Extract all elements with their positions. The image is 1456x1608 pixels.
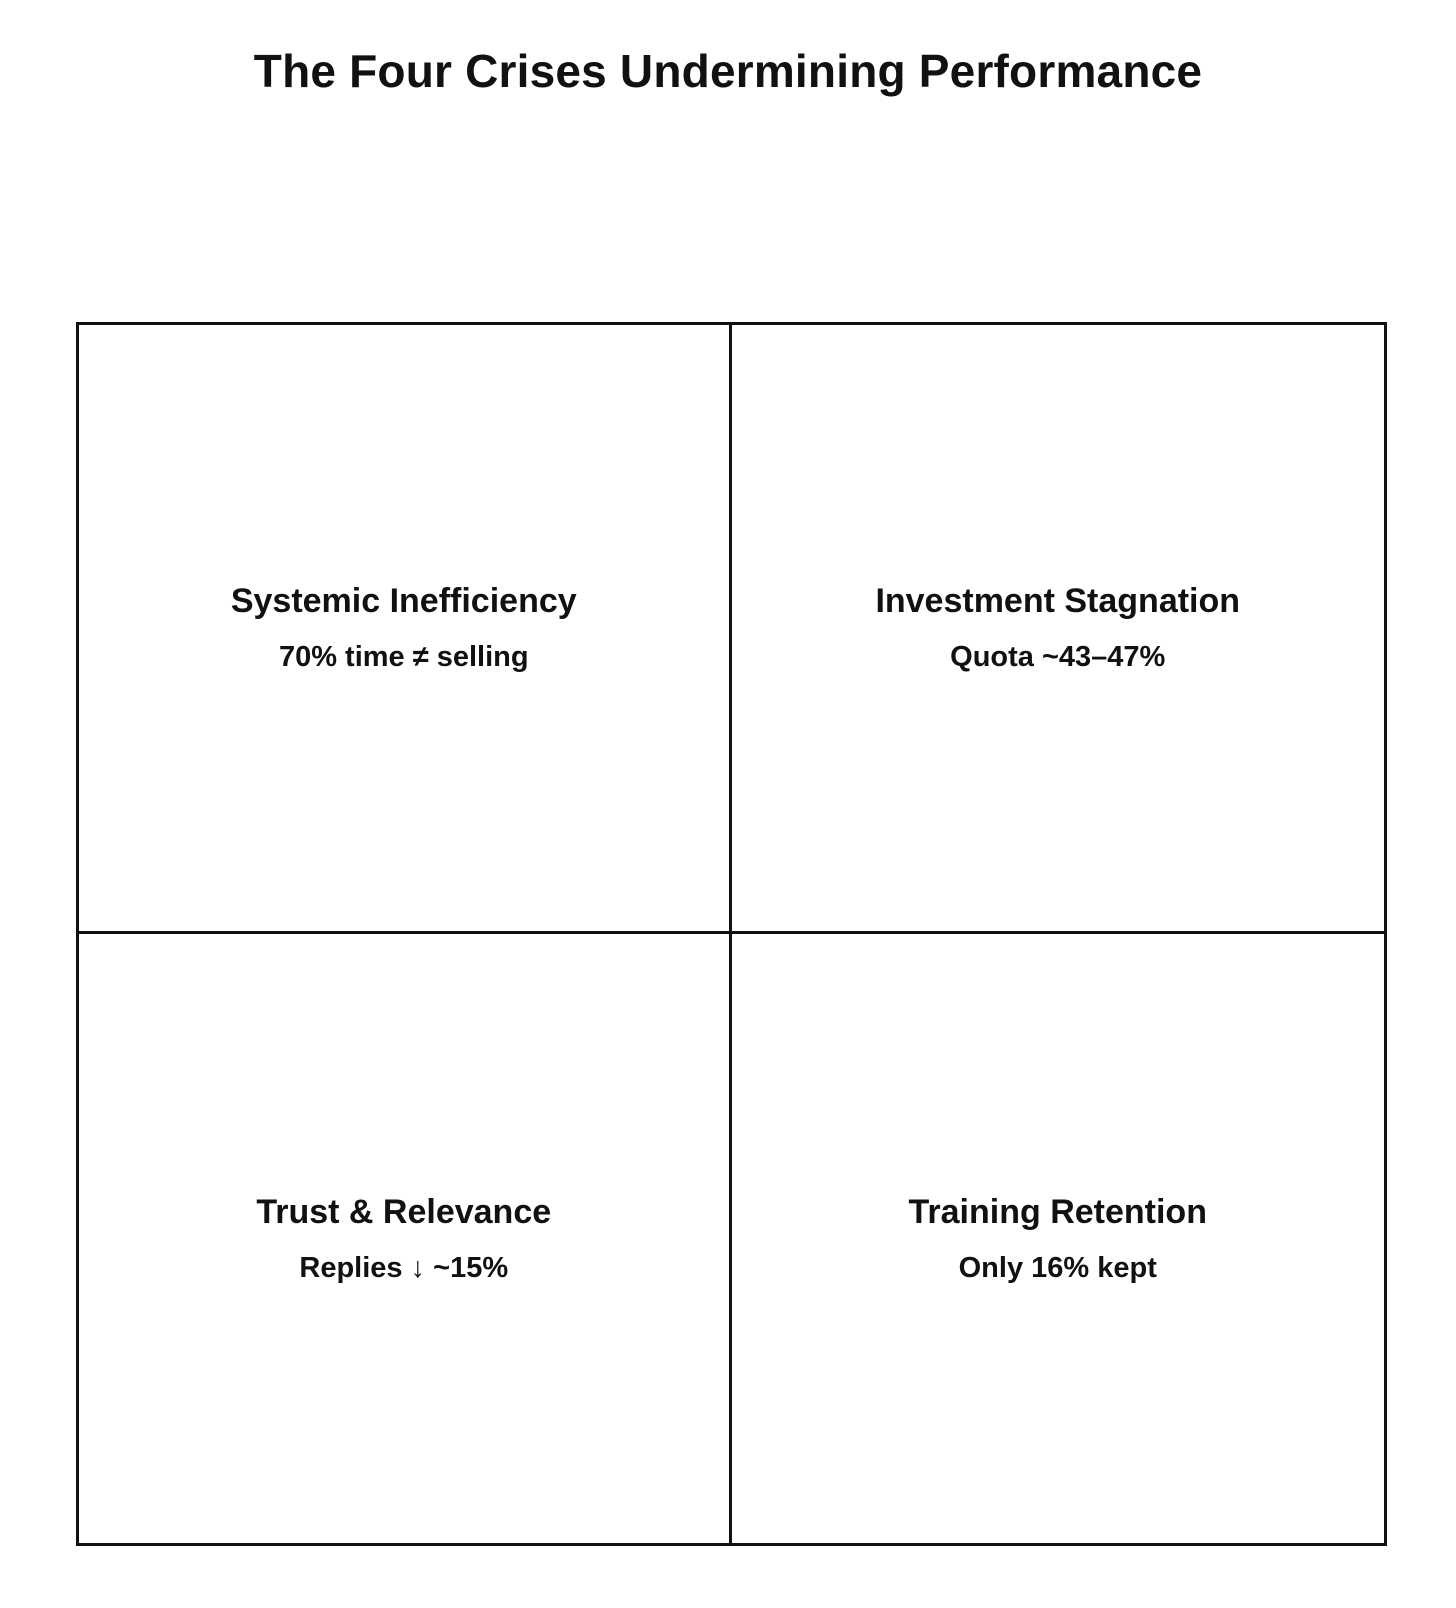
diagram-title: The Four Crises Undermining Performance xyxy=(253,45,1203,97)
quadrant-stat: Replies ↓ ~15% xyxy=(299,1251,509,1284)
quadrant-heading: Training Retention xyxy=(908,1192,1207,1231)
quadrant-investment-stagnation: Investment Stagnation Quota ~43–47% xyxy=(731,325,1384,934)
quadrant-stat: Quota ~43–47% xyxy=(950,641,1166,673)
quadrant-heading: Investment Stagnation xyxy=(875,582,1241,621)
quadrant-systemic-inefficiency: Systemic Inefficiency 70% time ≠ selling xyxy=(79,325,732,934)
quadrant-stat: 70% time ≠ selling xyxy=(278,641,529,673)
quadrant-training-retention: Training Retention Only 16% kept xyxy=(731,934,1384,1543)
quadrant-stat: Only 16% kept xyxy=(958,1251,1157,1284)
quadrant-heading: Trust & Relevance xyxy=(256,1192,552,1231)
quadrant-grid: Systemic Inefficiency 70% time ≠ selling… xyxy=(76,322,1387,1546)
quadrant-heading: Systemic Inefficiency xyxy=(230,582,577,621)
quadrant-trust-relevance: Trust & Relevance Replies ↓ ~15% xyxy=(79,934,732,1543)
